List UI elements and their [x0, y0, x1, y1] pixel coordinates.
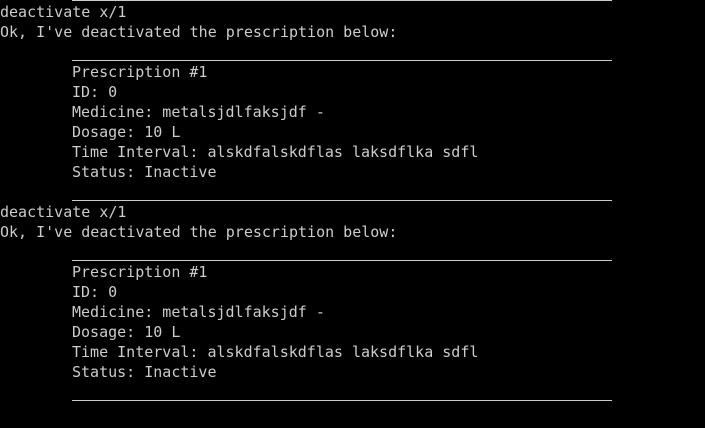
prescription-interval: Time Interval: alskdfalskdflas laksdflka… — [72, 343, 479, 361]
prescription-status: Status: Inactive — [72, 163, 217, 181]
prescription-dosage: Dosage: 10 L — [72, 323, 181, 341]
separator-rule — [72, 400, 612, 401]
separator-rule — [72, 260, 612, 261]
prescription-id: ID: 0 — [72, 283, 118, 301]
prescription-medicine: Medicine: metalsjdlfaksjdf - — [72, 303, 325, 321]
prescription-id: ID: 0 — [72, 83, 118, 101]
prescription-interval: Time Interval: alskdfalskdflas laksdflka… — [72, 143, 479, 161]
prescription-medicine: Medicine: metalsjdlfaksjdf - — [72, 103, 325, 121]
response-line: Ok, I've deactivated the prescription be… — [0, 223, 398, 241]
response-line: Ok, I've deactivated the prescription be… — [0, 23, 398, 41]
prescription-title: Prescription #1 — [72, 63, 208, 81]
separator-rule — [72, 60, 612, 61]
separator-rule-top — [72, 0, 612, 1]
separator-rule — [72, 200, 612, 201]
command-line: deactivate x/1 — [0, 203, 127, 221]
prescription-dosage: Dosage: 10 L — [72, 123, 181, 141]
prescription-title: Prescription #1 — [72, 263, 208, 281]
command-line: deactivate x/1 — [0, 3, 127, 21]
prescription-status: Status: Inactive — [72, 363, 217, 381]
